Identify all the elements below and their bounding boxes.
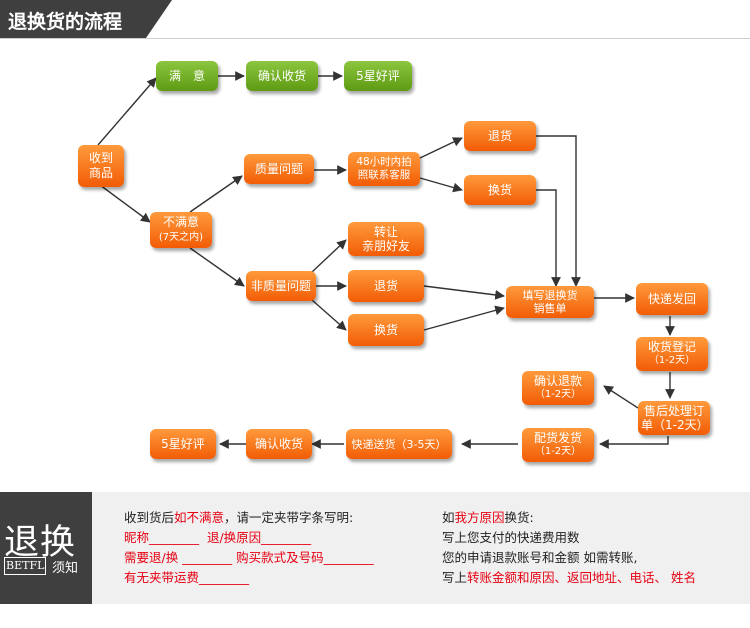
ship-out-sublabel: （1-2天） — [534, 446, 582, 457]
notice-left-line1-c: ，请一定夹带字条写明: — [224, 510, 354, 525]
node-photo-48h: 48小时内拍 照联系客服 — [348, 152, 420, 186]
confirm-refund-sublabel: （1-2天） — [534, 389, 582, 400]
node-confirm-receipt-bottom: 确认收货 — [246, 429, 312, 459]
unsatisfied-sublabel: (7天之内) — [158, 232, 204, 243]
node-receive-goods: 收到 商品 — [78, 145, 124, 187]
node-exchange-nonquality: 换货 — [348, 314, 424, 346]
notice-brand: BETFL — [6, 559, 45, 572]
notice-badge — [0, 492, 92, 604]
notice-right-line1-b: 我方原因 — [454, 510, 505, 525]
node-ship-out: 配货发货 （1-2天） — [522, 428, 594, 462]
node-five-star-top: 5星好评 — [344, 61, 412, 91]
notice-right-line1-a: 如 — [442, 510, 455, 525]
notice-left-line1: 收到货后如不满意，请一定夹带字条写明: — [124, 507, 353, 526]
notice-right-line1-c: 换货: — [504, 510, 534, 525]
arrow-receive-satisfied — [97, 77, 157, 146]
header-rule — [0, 38, 750, 39]
node-confirm-refund: 确认退款 （1-2天） — [522, 371, 594, 405]
notice-style-size: 购买款式及号码________ — [236, 550, 374, 565]
confirm-refund-label: 确认退款 — [533, 374, 582, 388]
node-non-quality-issue: 非质量问题 — [246, 271, 316, 301]
notice-brand-box — [4, 557, 46, 575]
notice-badge-subtitle: 须知 — [52, 561, 79, 576]
notice-nickname: 昵称________ — [124, 530, 200, 545]
arrow-photo-exchange — [419, 177, 463, 193]
node-express-return: 快递发回 — [636, 283, 708, 315]
page-title: 退换货的流程 — [8, 11, 123, 33]
node-quality-issue: 质量问题 — [244, 154, 314, 184]
node-transfer-friend: 转让 亲朋好友 — [348, 222, 424, 256]
node-return-nonquality: 退货 — [348, 270, 424, 302]
receipt-log-sublabel: （1-2天） — [648, 355, 696, 366]
arrow-aftersale-ship — [599, 436, 669, 449]
node-five-star-bottom: 5星好评 — [150, 429, 216, 459]
arrow-aftersale-refund — [603, 385, 639, 409]
arrow-exchangea-form — [536, 189, 561, 287]
notice-reason: 退/换原因________ — [206, 530, 312, 545]
arrow-receive-unsatisfied — [99, 184, 151, 223]
notice-right-line1: 如我方原因换货: — [442, 507, 534, 526]
notice-badge-title: 退换 — [4, 523, 77, 563]
after-sale-sublabel: 单（1-2天） — [641, 418, 709, 432]
notice-left-line1-b: 如不满意 — [174, 510, 225, 525]
node-fill-form: 填写退换货 销售单 — [506, 286, 594, 318]
notice-right-line3: 您的申请退款账号和金额 如需转账, — [442, 550, 638, 565]
arrow-unsatisfied-quality — [189, 175, 243, 213]
after-sale-label: 售后处理订 — [643, 404, 704, 418]
notice-right-line2: 写上您支付的快递费用数 — [442, 530, 580, 545]
node-return-quality: 退货 — [464, 121, 536, 151]
notice-right-line4-b: 转账金额和原因、返回地址、电话、 姓名 — [467, 570, 696, 585]
arrow-returna-form — [536, 135, 581, 287]
arrow-photo-return — [419, 137, 463, 159]
unsatisfied-label: 不满意 — [162, 215, 199, 229]
arrow-nonquality-transfer — [311, 239, 347, 273]
notice-left-line2: 昵称________ 退/换原因________ — [124, 527, 311, 546]
notice-panel — [0, 492, 750, 604]
flow-connectors — [97, 71, 675, 449]
arrow-exchangeb-form — [423, 305, 505, 331]
arrow-unsatisfied-nonquality — [189, 247, 245, 287]
notice-left-line4: 有无夹带运费________ — [124, 570, 250, 585]
arrow-returnb-form — [423, 285, 505, 300]
arrow-nonquality-exchange — [311, 299, 347, 331]
ship-out-label: 配货发货 — [533, 431, 582, 445]
node-exchange-quality: 换货 — [464, 175, 536, 205]
node-receipt-log: 收货登记 （1-2天） — [636, 337, 708, 371]
notice-right-line4: 写上转账金额和原因、返回地址、电话、 姓名 — [442, 567, 696, 586]
notice-return-or-exchange: 需要退/换 ________ — [124, 550, 233, 565]
node-satisfied: 满 意 — [156, 61, 218, 91]
receipt-log-label: 收货登记 — [647, 340, 696, 354]
node-express-delivery: 快递送货（3-5天） — [346, 429, 452, 459]
node-after-sale: 售后处理订 单（1-2天） — [638, 401, 710, 435]
notice-left-line1-a: 收到货后 — [124, 510, 175, 525]
notice-left-line3: 需要退/换 ________ 购买款式及号码________ — [124, 547, 374, 566]
node-confirm-receipt-top: 确认收货 — [246, 61, 318, 91]
header-tab — [0, 0, 172, 38]
node-unsatisfied: 不满意 (7天之内) — [150, 212, 212, 248]
notice-right-line4-a: 写上 — [442, 570, 468, 585]
